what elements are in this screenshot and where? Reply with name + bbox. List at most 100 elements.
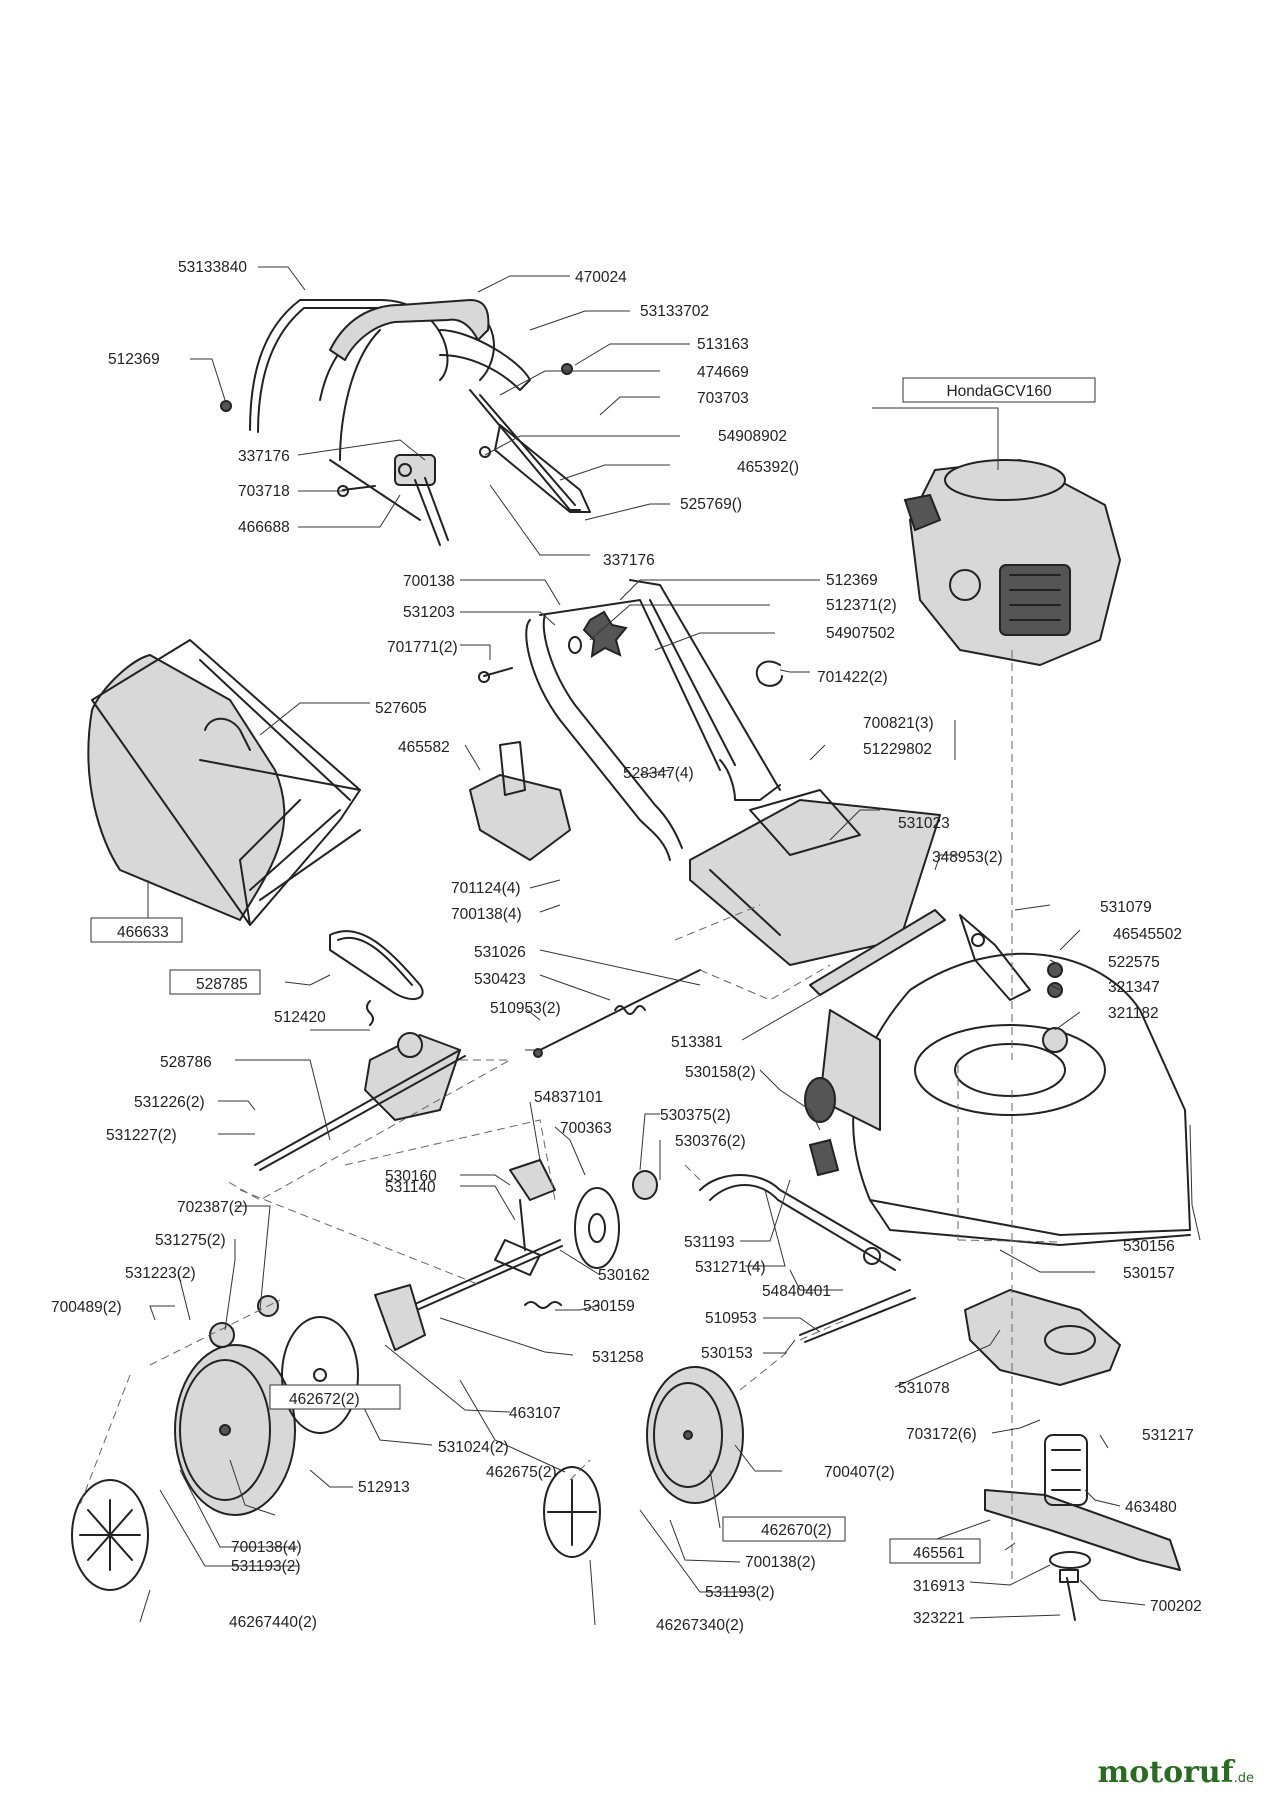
blade-bolt [1059,1569,1079,1621]
site-watermark: motoruf.de [1097,1755,1254,1790]
part-label: 700821(3) [863,715,934,732]
part-label: 700407(2) [824,1464,895,1481]
part-label: 528786 [160,1054,212,1071]
part-label: 462672(2) [289,1391,360,1408]
drive-cable [533,969,701,1058]
grass-catcher-bag [87,654,286,921]
part-label: 323221 [913,1610,965,1627]
watermark-suffix: .de [1233,1771,1254,1786]
part-label: 513163 [697,336,749,353]
part-label: 531203 [403,604,455,621]
part-label: 512371(2) [826,597,897,614]
part-label: 512913 [358,1479,410,1496]
part-label: 531217 [1142,1427,1194,1444]
part-label: 54840401 [762,1283,831,1300]
watermark-text: motoruf [1097,1755,1234,1790]
washers-700138 [568,636,582,654]
part-label: 465392() [737,459,799,476]
front-hubcap [543,1466,601,1558]
part-label: 512369 [108,351,160,368]
part-label: 465582 [398,739,450,756]
part-label: 530153 [701,1345,753,1362]
part-label: 528785 [196,976,248,993]
height-adjuster-knob [1042,962,1068,1053]
part-label: 513381 [671,1034,723,1051]
part-label: 527605 [375,700,427,717]
part-label: 512369 [826,572,878,589]
part-label: 531024(2) [438,1439,509,1456]
part-label: 700363 [560,1120,612,1137]
part-label: 321182 [1108,1005,1159,1022]
part-label: 463480 [1125,1499,1177,1516]
part-label: 525769() [680,496,742,513]
blade-washer [1049,1551,1091,1569]
part-label: 531193 [684,1234,735,1251]
mulch-plug [469,741,571,861]
rear-flap [804,1009,881,1131]
rear-wheel-hub [281,1316,359,1434]
part-label: 463107 [509,1405,561,1422]
part-label: 53133840 [178,259,247,276]
handle-clip [755,660,783,687]
small-nut [220,363,573,412]
part-label: 470024 [575,269,627,286]
part-label: 53133702 [640,303,709,320]
part-label: 474669 [697,364,749,381]
part-label: 530157 [1123,1265,1175,1282]
blade-adapter-plate [964,1289,1121,1386]
part-label: 531140 [385,1179,436,1196]
part-label: 530156 [1123,1238,1175,1255]
part-label: 54907502 [826,625,895,642]
rear-hubcap [71,1479,149,1591]
part-label: 54837101 [534,1089,603,1106]
part-label: 700138(4) [231,1539,302,1556]
part-label: 466688 [238,519,290,536]
part-label: 700138(4) [451,906,522,923]
engine-label: HondaGCV160 [946,383,1052,400]
part-label: 531275(2) [155,1232,226,1249]
spring-512420 [366,1000,374,1026]
blade [984,1489,1181,1571]
pivot-bushing [632,1170,658,1200]
part-label: 531193(2) [705,1584,775,1601]
rear-wheel [174,1344,296,1516]
blade-adapter [1044,1434,1088,1506]
part-label: 530159 [583,1298,635,1315]
drive-shaft [254,1049,466,1171]
part-label: 531026 [474,944,526,961]
star-knob [582,610,628,658]
part-label: 466633 [117,924,169,941]
part-label: 530375(2) [660,1107,731,1124]
part-number-labels: HondaGCV160 53133840 470024 53133702 513… [51,259,1202,1634]
part-label: 531023 [898,815,950,832]
part-label: 700138(2) [745,1554,816,1571]
part-label: 522575 [1108,954,1160,971]
handle-clamp [394,454,449,546]
part-label: 530158(2) [685,1064,756,1081]
part-label: 51229802 [863,741,932,758]
part-label: 531271(4) [695,1259,766,1276]
lower-handle [525,579,781,861]
part-label: 703703 [697,390,749,407]
part-label: 531226(2) [134,1094,205,1111]
drive-belt [329,930,424,1000]
part-label: 701124(4) [451,880,521,897]
part-label: 700489(2) [51,1299,122,1316]
part-label: 46267340(2) [656,1617,744,1634]
part-label: 462675(2) [486,1464,557,1481]
part-label: 531078 [898,1380,950,1397]
label-frames [90,377,1096,1564]
front-axle [699,1174,916,1343]
handle-cable-lever [439,329,581,511]
part-label: 510953(2) [490,1000,561,1017]
assembly-dashed-lines [79,650,1061,1580]
handle-grip [329,299,490,361]
height-bracket [959,914,1031,1001]
part-label: 701771(2) [387,639,458,656]
part-label: 531227(2) [106,1127,177,1144]
part-label: 531258 [592,1349,644,1366]
part-label: 512420 [274,1009,326,1026]
axle-clip [808,1138,840,1177]
wheel-plate [374,1284,426,1351]
